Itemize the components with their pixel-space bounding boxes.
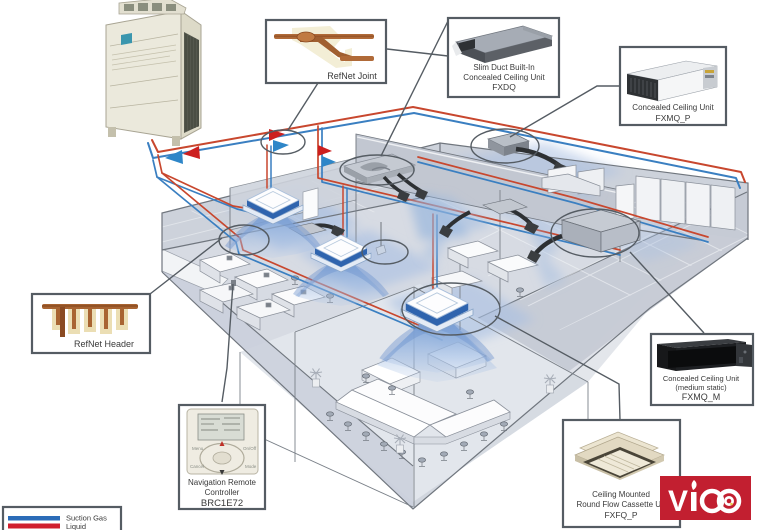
svg-text:FXMQ_M: FXMQ_M <box>682 392 721 402</box>
svg-text:FXDQ: FXDQ <box>492 82 516 92</box>
svg-text:Cancel: Cancel <box>190 464 204 469</box>
svg-text:(medium static): (medium static) <box>675 383 727 392</box>
svg-text:BRC1E72: BRC1E72 <box>201 498 243 509</box>
svg-text:RefNet Joint: RefNet Joint <box>327 71 377 81</box>
svg-text:FXMQ_P: FXMQ_P <box>656 113 691 123</box>
svg-text:V: V <box>668 485 688 518</box>
svg-text:Concealed Ceiling Unit: Concealed Ceiling Unit <box>463 73 545 82</box>
svg-text:On/Off: On/Off <box>243 446 257 451</box>
svg-text:Concealed Ceiling Unit: Concealed Ceiling Unit <box>632 103 714 112</box>
svg-text:Suction Gas: Suction Gas <box>66 514 107 523</box>
svg-text:Slim Duct Built-In: Slim Duct Built-In <box>473 63 534 72</box>
svg-text:Menu: Menu <box>192 446 204 451</box>
svg-text:Concealed Ceiling Unit: Concealed Ceiling Unit <box>663 374 740 383</box>
svg-text:Navigation Remote: Navigation Remote <box>188 478 257 487</box>
svg-text:Liquid: Liquid <box>66 522 86 530</box>
svg-text:FXFQ_P: FXFQ_P <box>604 510 637 520</box>
svg-text:Ceiling Mounted: Ceiling Mounted <box>592 490 650 499</box>
svg-text:RefNet Header: RefNet Header <box>74 339 134 349</box>
svg-text:Round Flow Cassette Un: Round Flow Cassette Un <box>577 500 666 509</box>
svg-text:Mode: Mode <box>245 464 257 469</box>
svg-text:Controller: Controller <box>205 488 240 497</box>
